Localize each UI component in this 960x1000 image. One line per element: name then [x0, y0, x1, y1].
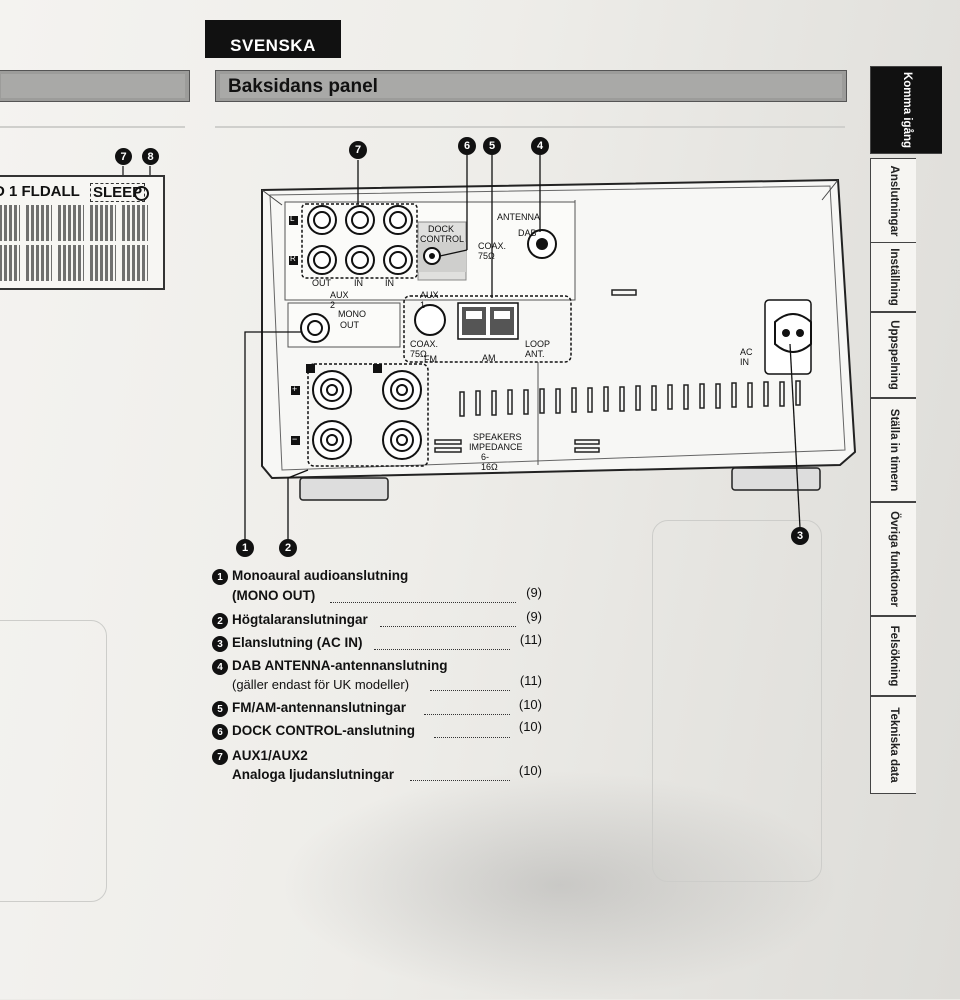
label-dab: DAB: [518, 228, 537, 238]
left-section-bar: [0, 70, 190, 102]
legend-item-6: 6 DOCK CONTROL-anslutning (10): [212, 719, 542, 743]
label-in-2: IN: [385, 278, 394, 288]
tab-uppspelning[interactable]: Uppspelning: [870, 312, 916, 398]
label-aux2: AUX 2: [330, 290, 349, 310]
tab-ovriga-funktioner[interactable]: Övriga funktioner: [870, 502, 916, 616]
label-antenna: ANTENNA: [497, 212, 541, 222]
callout-8-display: 8: [142, 148, 159, 165]
rear-panel-diagram: [236, 137, 857, 557]
label-speakers-2: IMPEDANCE: [469, 442, 523, 452]
callout-7-display: 7: [115, 148, 132, 165]
label-loop-ant: LOOP ANT.: [525, 339, 550, 359]
legend-item-3: 3 Elanslutning (AC IN) (11): [212, 632, 542, 655]
label-ac-in: AC IN: [740, 347, 753, 367]
clock-icon: [134, 186, 149, 201]
label-minus: −: [292, 434, 298, 444]
ghost-remote-left: [0, 620, 107, 902]
tab-stalla-in-timern[interactable]: Ställa in timern: [870, 398, 916, 502]
section-title-bar: [215, 70, 847, 102]
label-mono-1: MONO: [338, 309, 366, 319]
tab-komma-igang[interactable]: Komma igång: [870, 66, 942, 154]
label-aux1: AUX 1: [420, 290, 439, 310]
ghost-line: [215, 126, 845, 128]
label-out: OUT: [312, 278, 331, 288]
tab-anslutningar[interactable]: Anslutningar: [870, 158, 916, 244]
label-plus: +: [292, 384, 298, 394]
legend-item-2: 2 Högtalaranslutningar (9): [212, 609, 542, 632]
legend-item-5: 5 FM/AM-antennanslutningar (10): [212, 697, 542, 720]
ghost-remote-right: [652, 520, 822, 882]
label-coax-fm: COAX. 75Ω: [410, 339, 439, 359]
display-panel: D 1 FLDALL SLEEP: [0, 175, 165, 290]
label-right-top: R: [290, 254, 296, 263]
label-dock-1: DOCK: [428, 224, 455, 234]
label-left-top: L: [290, 214, 295, 223]
tab-felsokning[interactable]: Felsökning: [870, 616, 916, 696]
display-segments: [0, 205, 148, 281]
label-fm: FM: [424, 354, 437, 364]
legend-item-1: 1 Monoaural audioanslutning (MONO OUT) (…: [212, 568, 542, 606]
label-in-1: IN: [354, 278, 363, 288]
language-label: SVENSKA: [205, 20, 341, 58]
label-dock-2: CONTROL: [420, 234, 465, 244]
display-text-left: D 1 FLDALL: [0, 183, 80, 200]
legend-number: 1: [212, 569, 228, 585]
label-coax-dab: COAX. 75Ω: [478, 241, 507, 261]
tab-installning[interactable]: Inställning: [870, 242, 916, 312]
label-am: AM: [482, 353, 496, 363]
label-speakers-1: SPEAKERS: [473, 432, 522, 442]
legend-item-4: 4 DAB ANTENNA-antennanslutning (gäller e…: [212, 658, 542, 696]
ghost-line: [0, 126, 185, 128]
label-speakers-3: 6-16Ω: [481, 452, 498, 472]
label-mono-2: OUT: [340, 320, 359, 330]
legend-item-7: 7 AUX1/AUX2 Analoga ljudanslutningar (10…: [212, 748, 542, 786]
tab-tekniska-data[interactable]: Tekniska data: [870, 696, 916, 794]
section-title: Baksidans panel: [228, 76, 378, 97]
photo-shadow: [280, 770, 840, 1000]
